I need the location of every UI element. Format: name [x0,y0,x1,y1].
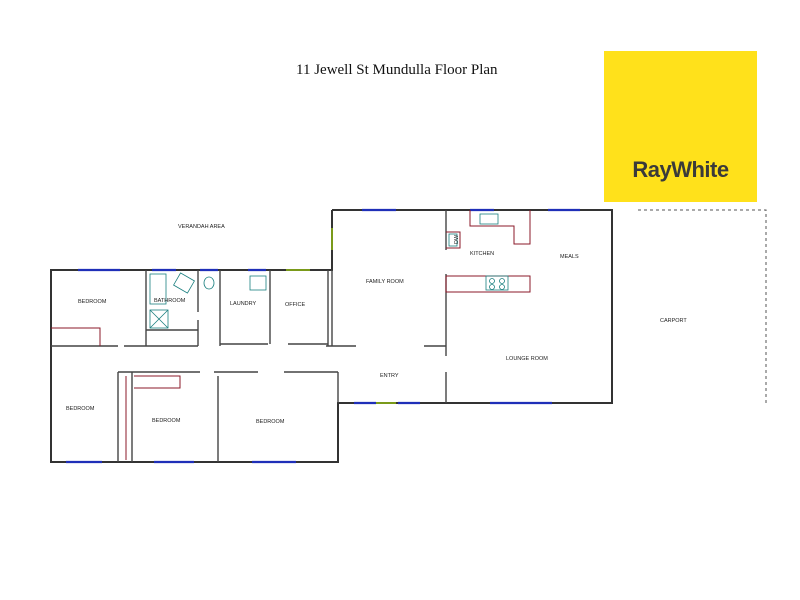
label-kitchen: KITCHEN [470,251,494,257]
ray-white-logo: RayWhite [604,51,757,202]
interior-walls [51,210,447,462]
label-lounge-room: LOUNGE ROOM [506,356,548,362]
label-entry: ENTRY [380,373,399,379]
label-bathroom: BATHROOM [154,298,186,304]
carport-outline [638,209,767,406]
label-carport: CARPORT [660,318,687,324]
fixtures [149,213,509,329]
label-verandah: VERANDAH AREA [178,224,225,230]
ray-white-logo-text: RayWhite [632,157,729,182]
built-ins [51,210,531,460]
windows [66,208,580,464]
label-bedroom-1: BEDROOM [78,299,107,305]
label-bedroom-2: BEDROOM [66,406,95,412]
label-bedroom-4: BEDROOM [256,419,285,425]
label-laundry: LAUNDRY [230,301,257,307]
doors [286,228,396,404]
label-meals: MEALS [560,254,579,260]
label-family-room: FAMILY ROOM [366,279,404,285]
label-office: OFFICE [285,302,305,308]
label-bedroom-3: BEDROOM [152,418,181,424]
label-dishwasher: DW [454,234,460,244]
floor-plan-title: 11 Jewell St Mundulla Floor Plan [296,62,498,78]
